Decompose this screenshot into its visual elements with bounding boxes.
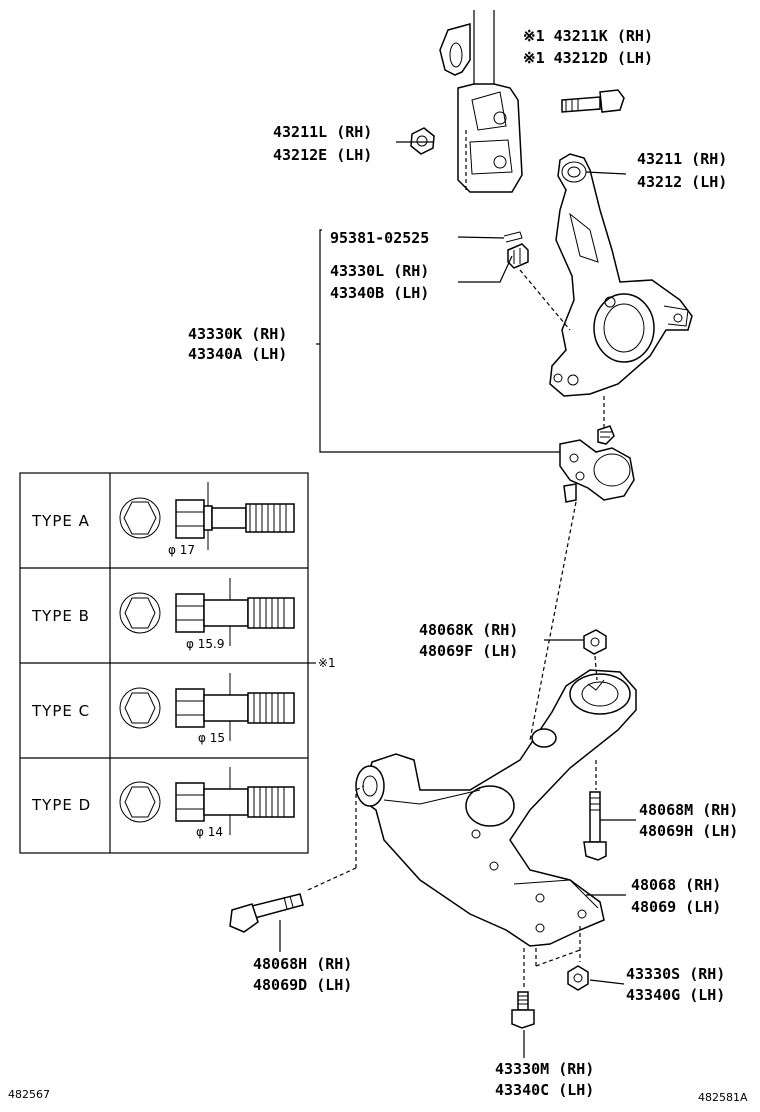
type-c-dim: φ 15	[198, 731, 225, 745]
label-nut-43340g: 43340G (LH)	[626, 986, 725, 1004]
type-a-label: TYPE A	[31, 512, 90, 530]
nut-48068k	[583, 629, 607, 655]
label-bolt-48068h: 48068H (RH)	[253, 955, 352, 973]
bolt-types-table: TYPE A φ 17 TYPE B	[19, 472, 336, 854]
label-nut-43330l: 43330L (RH)	[330, 262, 429, 280]
cotter-pin	[503, 231, 523, 243]
strut-bracket	[439, 10, 523, 193]
nut-43211l	[410, 127, 435, 155]
type-d-row: TYPE D φ 14	[31, 767, 295, 839]
lower-control-arm	[355, 669, 637, 947]
label-bolt-48068m: 48068M (RH)	[639, 801, 738, 819]
type-a-dim: φ 17	[168, 543, 195, 557]
type-b-row: TYPE B φ 15.9	[31, 578, 295, 651]
label-bolt-43211k: ※1 43211K (RH)	[523, 27, 653, 45]
label-nut-48068k: 48068K (RH)	[419, 621, 518, 639]
label-nut-43211l: 43211L (RH)	[273, 123, 372, 141]
castle-nut-43330l	[507, 243, 529, 269]
label-bolt-43330m: 43330M (RH)	[495, 1060, 594, 1078]
label-bolt-48069h: 48069H (LH)	[639, 822, 738, 840]
ball-joint	[559, 425, 635, 503]
label-arm-48068: 48068 (RH)	[631, 876, 721, 894]
label-bolt-48069d: 48069D (LH)	[253, 976, 352, 994]
type-b-dim: φ 15.9	[186, 637, 224, 651]
bolt-48068m	[583, 791, 607, 861]
label-pin-95381: 95381-02525	[330, 229, 429, 247]
label-bolt-43340c: 43340C (LH)	[495, 1081, 594, 1099]
diagram-code-left: 482567	[8, 1088, 50, 1101]
type-c-row: TYPE C φ 15	[31, 673, 295, 745]
label-joint-43330k: 43330K (RH)	[188, 325, 287, 343]
type-b-label: TYPE B	[31, 607, 90, 625]
table-note-mark: ※1	[318, 656, 336, 670]
type-d-dim: φ 14	[196, 825, 223, 839]
bolt-48068h	[229, 893, 304, 933]
label-nut-48069f: 48069F (LH)	[419, 642, 518, 660]
bolt-43330m	[511, 991, 535, 1029]
diagram-code-right: 482581A	[698, 1091, 748, 1104]
label-knuckle-43212: 43212 (LH)	[637, 173, 727, 191]
type-c-label: TYPE C	[31, 702, 90, 720]
type-a-row: TYPE A φ 17	[31, 482, 295, 557]
label-nut-43212e: 43212E (LH)	[273, 146, 372, 164]
label-knuckle-43211: 43211 (RH)	[637, 150, 727, 168]
label-nut-43340b: 43340B (LH)	[330, 284, 429, 302]
nut-43330s	[567, 965, 589, 991]
bolt-43211k	[561, 89, 625, 113]
label-joint-43340a: 43340A (LH)	[188, 345, 287, 363]
label-nut-43330s: 43330S (RH)	[626, 965, 725, 983]
label-bolt-43212d: ※1 43212D (LH)	[523, 49, 653, 67]
label-arm-48069: 48069 (LH)	[631, 898, 721, 916]
steering-knuckle	[549, 153, 693, 397]
type-d-label: TYPE D	[31, 796, 91, 814]
